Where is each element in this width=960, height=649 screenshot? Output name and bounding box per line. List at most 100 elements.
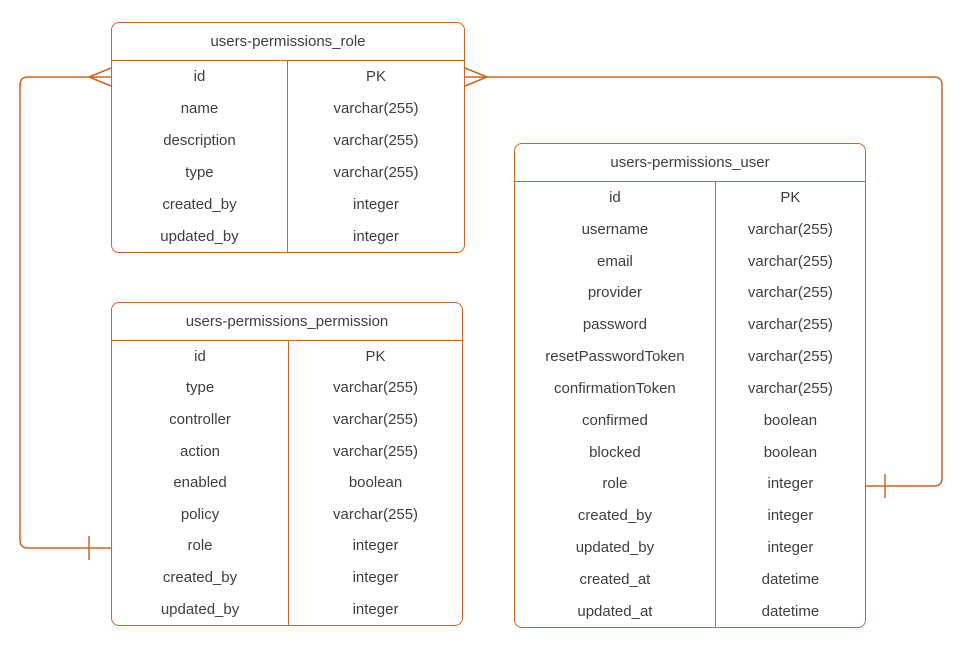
field-row: created_at datetime	[515, 563, 865, 596]
field-name: created_by	[162, 195, 237, 213]
field-row: action varchar(255)	[112, 435, 462, 467]
entity-fields: id PK username varchar(255) email varchar(255…	[515, 181, 865, 628]
field-row: confirmationToken varchar(255)	[515, 372, 865, 405]
field-type: varchar(255)	[714, 340, 865, 373]
field-type: varchar(255)	[714, 372, 865, 405]
field-row: username varchar(255)	[515, 213, 865, 246]
field-name: confirmed	[581, 411, 648, 429]
field-type: PK	[288, 340, 462, 373]
field-name: provider	[587, 284, 643, 302]
field-row: role integer	[515, 467, 865, 500]
field-type: integer	[714, 499, 865, 532]
field-name: blocked	[589, 443, 641, 461]
field-type: varchar(255)	[714, 276, 865, 309]
field-name: id	[194, 347, 206, 365]
field-name: updated_by	[160, 227, 239, 245]
field-type: integer	[286, 188, 464, 221]
field-type: varchar(255)	[288, 498, 462, 531]
field-row: type varchar(255)	[112, 372, 462, 404]
field-row: role integer	[112, 530, 462, 562]
field-row: blocked boolean	[515, 436, 865, 468]
field-name: description	[163, 131, 236, 149]
field-row: type varchar(255)	[112, 156, 464, 189]
field-row: id PK	[515, 181, 865, 214]
field-type: varchar(255)	[714, 245, 865, 277]
field-name: resetPasswordToken	[545, 348, 685, 366]
field-row: updated_by integer	[112, 593, 462, 625]
field-name: name	[180, 99, 219, 117]
entity-fields: id PK name varchar(255) description varchar(2…	[112, 60, 464, 253]
field-type: PK	[286, 60, 464, 93]
field-type: integer	[288, 561, 462, 594]
field-type: integer	[286, 220, 464, 253]
relationship-role-permission[interactable]	[19, 67, 112, 560]
connector-path[interactable]	[19, 76, 111, 549]
field-name: created_at	[579, 570, 651, 588]
field-row: updated_by integer	[112, 220, 464, 253]
field-row: description varchar(255)	[112, 124, 464, 157]
field-row: updated_by integer	[515, 531, 865, 564]
field-type: varchar(255)	[714, 308, 865, 341]
crow-foot-many-icon	[88, 67, 112, 87]
field-row: created_by integer	[112, 561, 462, 594]
field-type: varchar(255)	[286, 92, 464, 125]
field-name: action	[180, 442, 221, 460]
field-name: confirmationToken	[554, 379, 676, 397]
field-type: varchar(255)	[288, 372, 462, 404]
field-row: email varchar(255)	[515, 245, 865, 277]
field-type: varchar(255)	[286, 156, 464, 189]
field-row: password varchar(255)	[515, 308, 865, 341]
entity-title: users-permissions_user	[515, 144, 865, 182]
field-name: role	[187, 537, 213, 555]
field-name: id	[609, 188, 621, 206]
field-row: controller varchar(255)	[112, 403, 462, 436]
field-name: role	[602, 475, 628, 493]
field-row: enabled boolean	[112, 466, 462, 499]
field-name: enabled	[173, 474, 227, 492]
field-type: PK	[714, 181, 865, 214]
field-name: id	[193, 67, 206, 85]
field-type: integer	[288, 530, 462, 562]
field-row: provider varchar(255)	[515, 276, 865, 309]
field-type: boolean	[714, 404, 865, 437]
field-name: created_by	[162, 569, 238, 587]
field-name: updated_by	[160, 600, 240, 618]
entity-title: users-permissions_role	[112, 23, 464, 61]
field-name: email	[596, 252, 633, 270]
entity-title: users-permissions_permission	[112, 303, 462, 341]
field-type: datetime	[714, 563, 865, 596]
field-name: type	[185, 379, 215, 397]
field-type: varchar(255)	[288, 435, 462, 467]
field-row: policy varchar(255)	[112, 498, 462, 531]
field-row: resetPasswordToken varchar(255)	[515, 340, 865, 373]
field-row: name varchar(255)	[112, 92, 464, 125]
field-row: created_by integer	[112, 188, 464, 221]
field-name: password	[582, 316, 648, 334]
entity-users-permissions-permission[interactable]: users-permissions_permission id PK type var…	[111, 302, 463, 626]
field-type: integer	[714, 531, 865, 564]
field-name: controller	[169, 411, 231, 429]
field-row: created_by integer	[515, 499, 865, 532]
field-type: varchar(255)	[288, 403, 462, 436]
entity-users-permissions-user[interactable]: users-permissions_user id PK username varch…	[514, 143, 866, 628]
field-type: boolean	[714, 436, 865, 468]
crow-foot-many-icon	[464, 67, 488, 87]
field-type: integer	[288, 593, 462, 625]
field-row: updated_at datetime	[515, 595, 865, 628]
field-name: policy	[180, 505, 220, 523]
field-name: updated_by	[575, 539, 655, 557]
field-name: updated_at	[577, 602, 653, 620]
field-type: varchar(255)	[286, 124, 464, 157]
field-type: varchar(255)	[714, 213, 865, 246]
field-type: integer	[714, 467, 865, 500]
field-row: confirmed boolean	[515, 404, 865, 437]
entity-fields: id PK type varchar(255) controller varchar(25…	[112, 340, 462, 626]
field-name: created_by	[577, 507, 653, 525]
field-name: username	[581, 220, 649, 238]
field-name: type	[185, 163, 214, 181]
entity-users-permissions-role[interactable]: users-permissions_role id PK name varchar(2…	[111, 22, 465, 253]
field-type: datetime	[714, 595, 865, 628]
field-row: id PK	[112, 340, 462, 373]
field-type: boolean	[288, 466, 462, 499]
